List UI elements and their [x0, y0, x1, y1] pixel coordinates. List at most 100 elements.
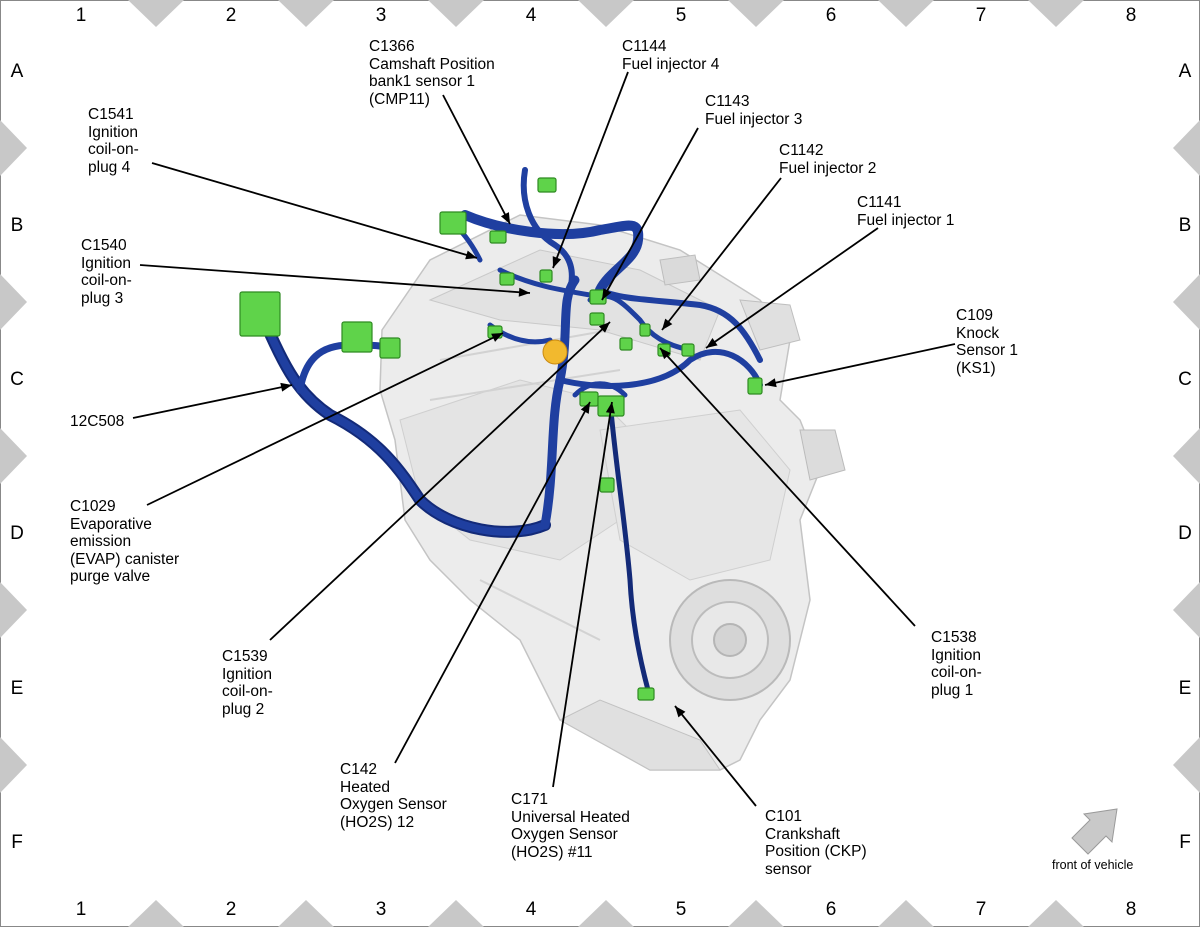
leader-c1539-arrowhead	[598, 322, 610, 333]
callout-line: emission	[70, 533, 132, 550]
12c508-connector	[239, 291, 281, 337]
callout-line: coil-on-	[81, 272, 132, 289]
callout-line: C142	[340, 761, 378, 778]
cam-sensor-harness	[520, 167, 575, 293]
grid-marker-bottom	[578, 900, 634, 927]
callout-line: (HO2S) 12	[340, 813, 415, 831]
grid-marker-bottom	[278, 900, 334, 927]
cam-connector	[489, 230, 507, 244]
grid-column-top-4: 4	[525, 5, 537, 26]
c101-connector	[637, 687, 655, 701]
leader-c1539	[269, 321, 611, 641]
callout-line: coil-on-	[222, 683, 273, 700]
grid-marker-left	[0, 428, 27, 484]
grid-row-right-a: A	[1178, 61, 1192, 82]
callout-line: Crankshaft	[765, 825, 840, 843]
coil-connector-left-2	[379, 337, 401, 359]
grid-marker-left	[0, 737, 27, 793]
leader-c171	[552, 401, 613, 788]
grid-row-left-f: F	[11, 832, 23, 853]
leader-c171-arrowhead	[605, 402, 615, 414]
upper-loop-harness	[460, 210, 644, 295]
callout-line: Fuel injector 3	[705, 110, 803, 128]
grid-column-top-7: 7	[975, 5, 987, 26]
grid-column-bottom-3: 3	[375, 899, 387, 920]
grid-column-bottom-8: 8	[1125, 899, 1137, 920]
callout-line: C1144	[622, 38, 667, 55]
grid-row-left-e: E	[10, 678, 24, 699]
ckp-harness	[607, 397, 651, 693]
leader-c1029	[146, 332, 504, 506]
callout-line: Ignition	[81, 254, 131, 272]
grid-column-bottom-2: 2	[225, 899, 237, 920]
leader-c1538	[659, 347, 916, 627]
callout-line: Knock	[956, 324, 1000, 342]
callout-line: Fuel injector 4	[622, 55, 720, 73]
grid-marker-right	[1173, 428, 1200, 484]
callout-line: (EVAP) canister	[70, 550, 180, 568]
leader-c101	[674, 705, 757, 807]
grid-marker-right	[1173, 737, 1200, 793]
callout-line: Heated	[340, 778, 390, 796]
grid-column-bottom-1: 1	[75, 899, 87, 920]
callout-line: C1538	[931, 629, 977, 646]
leader-c1366	[442, 94, 511, 225]
grid-marker-bottom	[428, 900, 484, 927]
grid-marker-bottom	[1028, 900, 1084, 927]
callout-line: C1541	[88, 106, 134, 123]
callout-line: C109	[956, 307, 994, 324]
callout-line: Oxygen Sensor	[511, 826, 618, 843]
callout-line: plug 4	[88, 158, 131, 176]
grid-row-left-a: A	[10, 61, 24, 82]
leader-c142	[394, 401, 591, 764]
grid-row-right-c: C	[1178, 369, 1192, 390]
grid-marker-left	[0, 274, 27, 330]
grid-marker-top	[1028, 0, 1084, 27]
leader-12c508	[132, 384, 293, 419]
leader-c1540-arrowhead	[518, 287, 530, 297]
lower-connector	[599, 477, 615, 493]
leader-c1144	[552, 71, 629, 269]
injector-2-connector	[619, 337, 633, 351]
callout-line: Evaporative	[70, 515, 152, 533]
callout-line: bank1 sensor 1	[369, 73, 475, 90]
grid-marker-top	[278, 0, 334, 27]
grid-marker-top	[578, 0, 634, 27]
grid-marker-top	[878, 0, 934, 27]
callout-line: Oxygen Sensor	[340, 796, 447, 813]
harness-connectors	[239, 177, 763, 701]
grid-row-left-b: B	[10, 215, 24, 236]
top-connector	[537, 177, 557, 193]
grid-marker-bottom	[128, 900, 184, 927]
c1541-connector	[439, 211, 467, 235]
grid-row-right-d: D	[1178, 523, 1192, 544]
callout-line: C101	[765, 808, 803, 825]
callout-line: plug 2	[222, 700, 265, 718]
callout-line: Sensor 1	[956, 342, 1019, 359]
leader-c1141	[705, 227, 879, 349]
callout-line: Fuel injector 2	[779, 159, 877, 177]
grid-column-top-2: 2	[225, 5, 237, 26]
callout-line: 12C508	[70, 413, 125, 430]
c1142-connector	[639, 323, 651, 337]
callout-line: C1539	[222, 648, 268, 665]
callout-line: (HO2S) #11	[511, 843, 593, 861]
leader-c1141-arrowhead	[706, 338, 718, 348]
grid-row-right-e: E	[1178, 678, 1192, 699]
c109-connector	[747, 377, 763, 395]
callout-line: plug 1	[931, 681, 974, 699]
callout-12c508: 12C508	[70, 413, 124, 431]
grid-column-top-3: 3	[375, 5, 387, 26]
leader-c1541	[151, 162, 478, 259]
leader-c1366-arrowhead	[500, 212, 510, 224]
